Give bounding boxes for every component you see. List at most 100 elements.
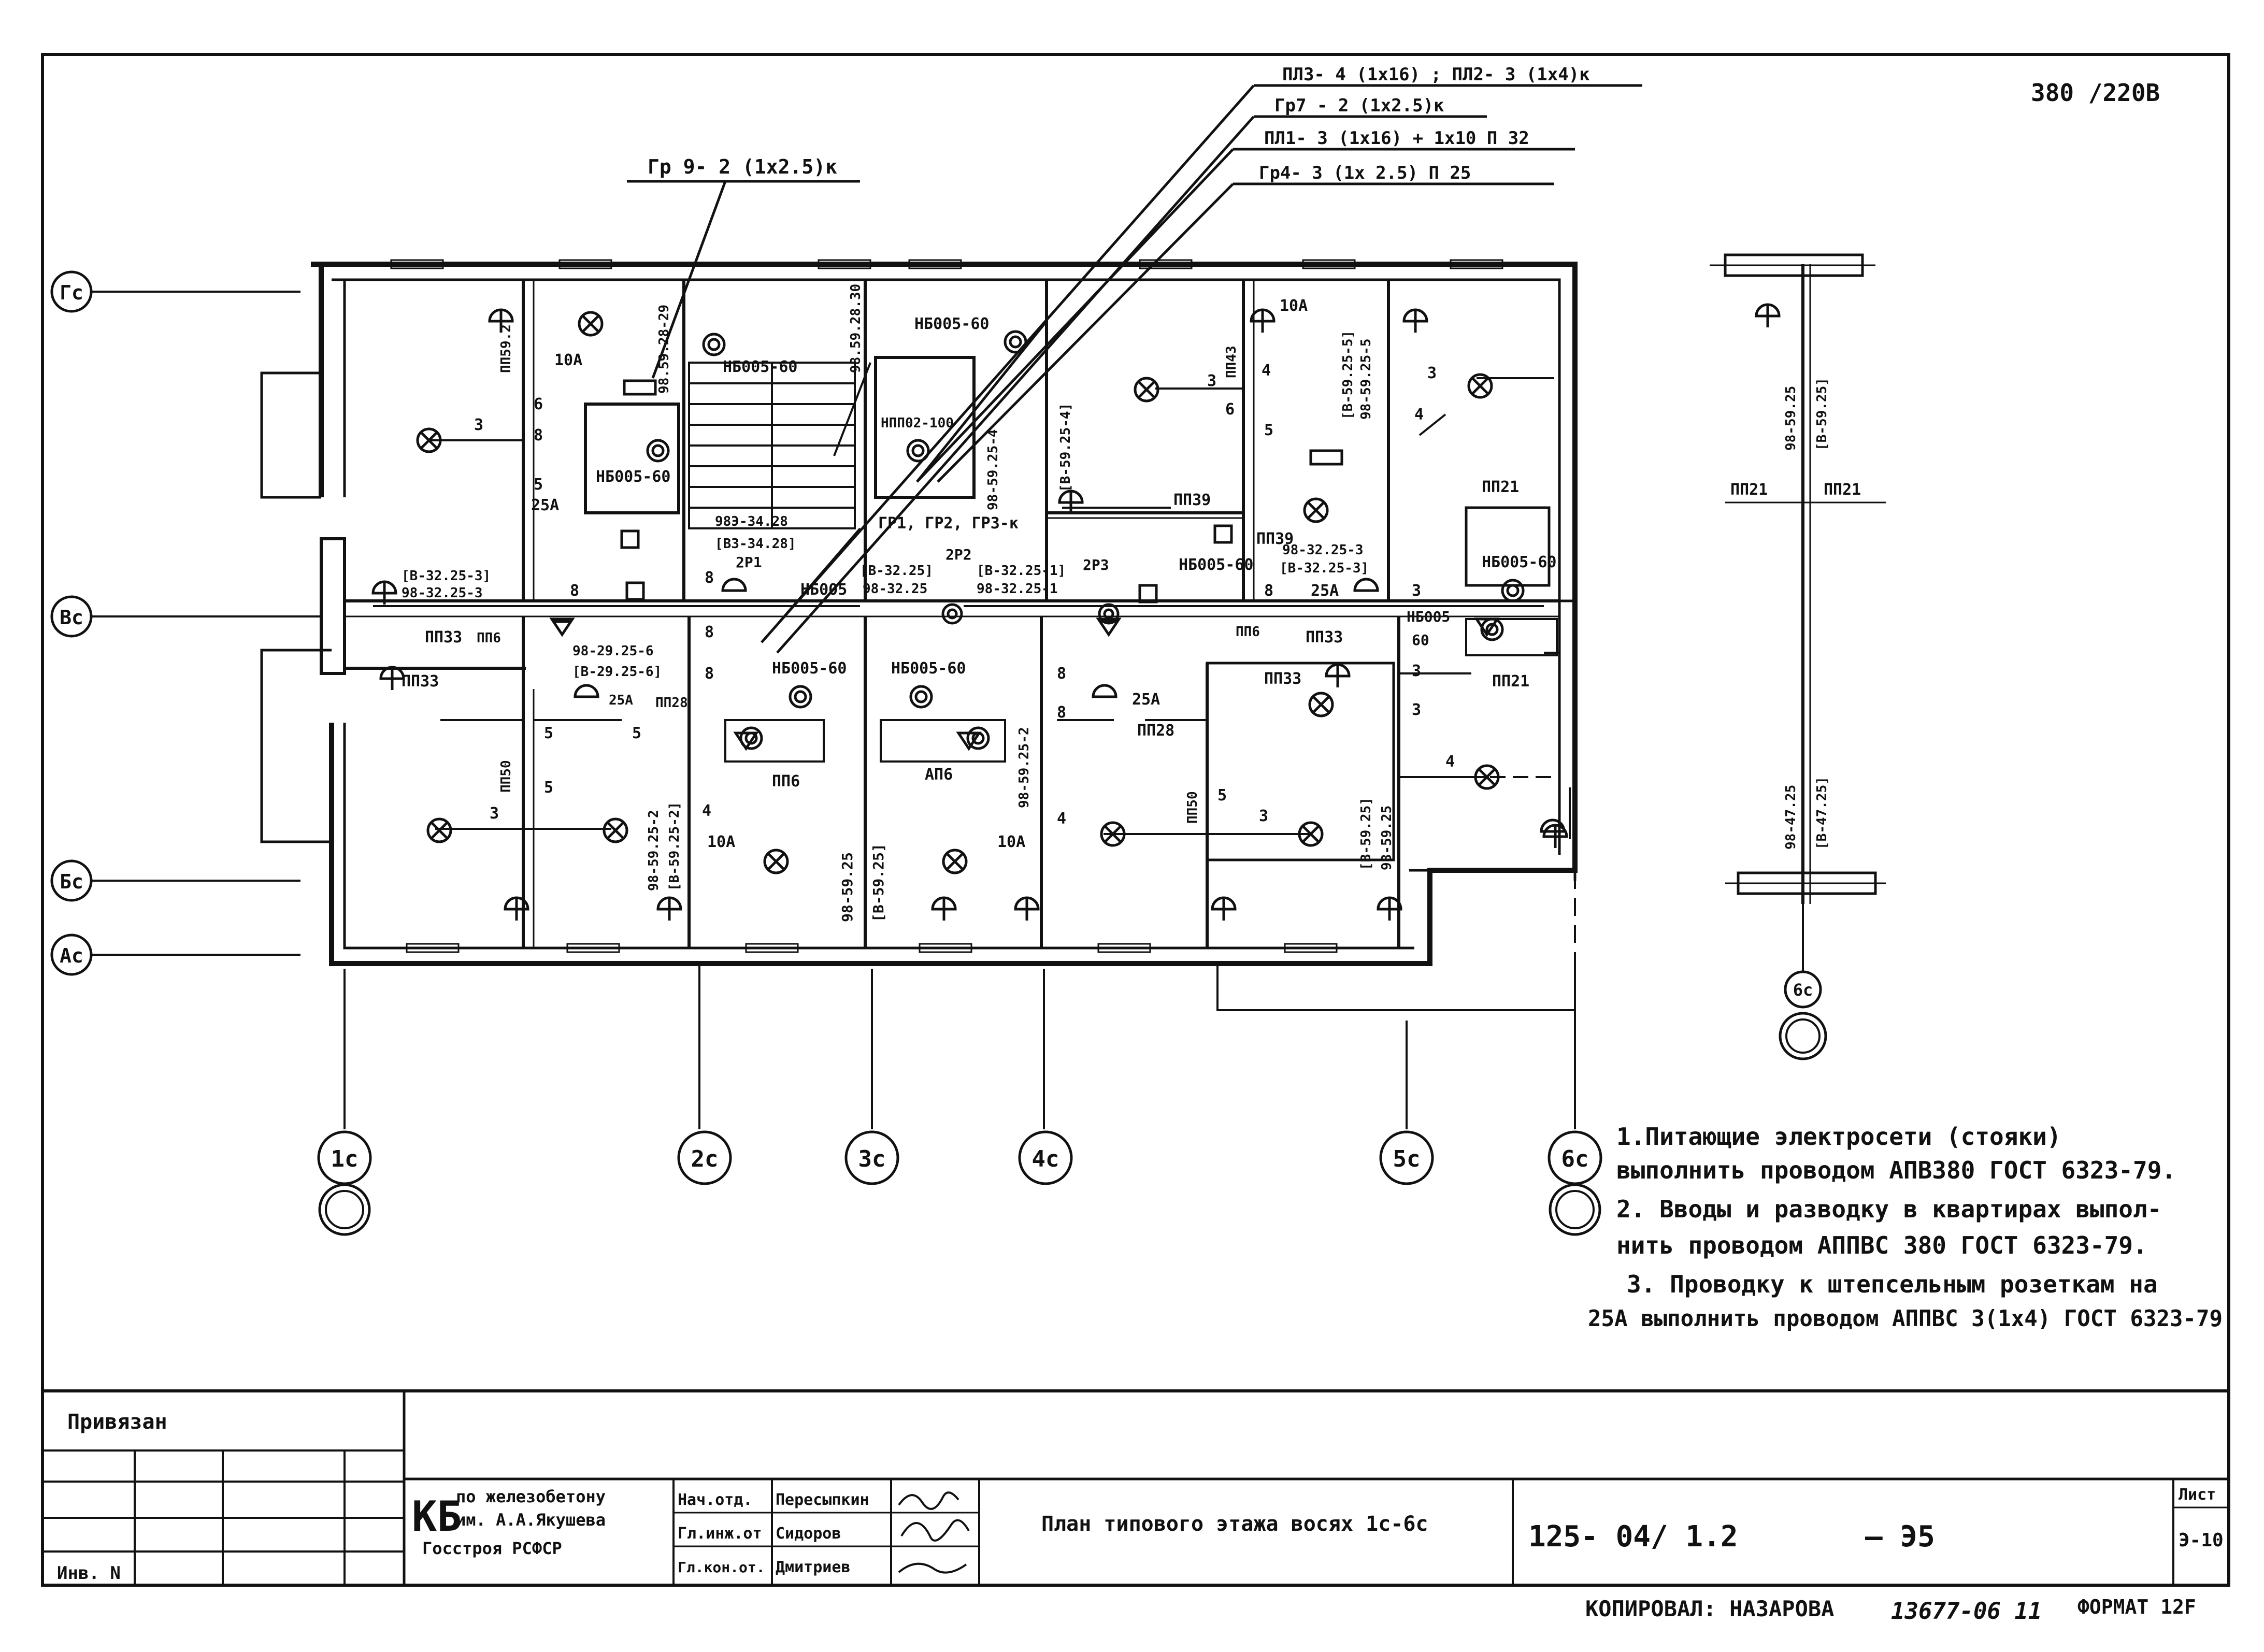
wall-lamp-icon [1004,330,1027,354]
num-label: 4 [1414,406,1424,424]
socket-icon [1325,663,1351,687]
wall-lamp-icon [909,685,933,709]
wall-lamp-icon [646,439,670,463]
sheet-frame [41,53,2230,1587]
axis-label: Бс [60,870,83,893]
group-label: 2Р3 [1083,556,1109,573]
cable-label: 98.59.28-29 [656,305,672,394]
cable-label: [В-59.25] [1814,378,1830,451]
copied-by: КОПИРОВАЛ: НАЗАРОВА [1585,1596,1834,1621]
num-label: 8 [534,426,543,444]
lamp-x-icon [1298,821,1324,847]
leader-label-line1: ПЛ3- 4 (1х16) ; ПЛ2- 3 (1х4)к [1282,64,1590,85]
lamp-x-icon [942,849,968,874]
lamp-x-icon [1467,373,1493,399]
axis-label: 4с [1032,1146,1059,1172]
socket-icon [1755,303,1781,327]
axis-label: Вс [60,606,83,629]
format-label: ФОРМАТ 12F [2077,1596,2196,1618]
panel-label: ПП33 [1306,628,1343,647]
switchbox-icon [1138,584,1158,604]
role-3: Гл.кон.от. [678,1559,765,1576]
switchbox-icon [1309,449,1343,466]
axis-label: Ас [60,944,83,967]
breaker-label: 10А [707,833,735,851]
group-label: ГР1, ГР2, ГР3-к [878,514,1019,533]
lamp-label: НБ005-60 [772,659,847,678]
signature-3 [898,1562,967,1574]
socket-icon [574,684,599,698]
num-label: 3 [1412,701,1421,719]
lamp-label: НПП02-100 [881,415,954,431]
cable-label: 98.59.28.30 [848,284,864,373]
cable-label: [В-32.25-1] [977,563,1066,579]
org-line-1: по железобетону [456,1487,606,1506]
cable-label: 98-47.25 [1783,785,1799,850]
wall-lamp-icon [702,333,726,356]
privyazan-label: Привязан [67,1410,167,1434]
axis-bubble-row-G: Гс [50,270,93,313]
num-label: 5 [534,476,543,494]
cable-label: 98-59.25-2 [646,810,662,891]
switchbox-icon [623,379,657,396]
panel-label: ПП21 [1492,672,1529,691]
wall-lamp-icon [906,439,930,463]
breaker-label: 25А [531,496,559,514]
leader-label-line4: Гр4- 3 (1х 2.5) П 25 [1259,163,1471,183]
num-label: 8 [705,569,714,587]
plan-labels: НБ005-60 НБ005-60 НБ005-60 НБ005-60 НБ00… [402,284,1557,922]
list-number: Э-10 [2179,1530,2224,1551]
cable-label: 98-59.25 [839,852,856,922]
axis-bubble-col-4: 4с [1018,1130,1073,1185]
panel-label: ПП39 [1173,491,1211,509]
cable-label: [В-29.25-6] [572,664,662,680]
lamp-x-icon [603,817,628,843]
socket-icon [1058,490,1084,514]
riser-diagram: ПП21 ПП21 98-59.25 [В-59.25] 98-47.25 [В… [1710,253,1886,1060]
fixtures-lamps [416,311,1525,874]
cable-label: 98-59.25-5 [1358,338,1374,420]
axis-label: 6с [1793,980,1813,1000]
num-label: 6 [1225,400,1235,419]
lamp-x-icon [1134,377,1159,403]
num-label: 3 [1412,582,1421,600]
num-label: 4 [1262,362,1271,380]
org-letters: КБ [412,1492,462,1541]
cable-label: 98Э-34.28 [715,514,788,529]
panel-label: ПП33 [1264,670,1301,688]
group-label: 2Р2 [945,546,972,563]
axis-bubble-row-A: Ас [50,933,93,976]
breaker-label: 25А [609,693,633,708]
cable-label: [В3-34.28] [715,536,796,552]
socket-icon [931,896,957,921]
staircase [688,362,856,529]
cable-label: [В-32.25-3] [402,568,491,584]
panel-label: ПП21 [1824,481,1861,499]
cable-label: 98-32.25-1 [977,581,1058,597]
cable-label: 98-29.25-6 [572,643,654,659]
axis-label: 5с [1393,1146,1421,1172]
panel-label: ПП6 [477,630,501,646]
socket-icon [1014,896,1040,921]
panel-label: ПП28 [1137,722,1174,740]
socket-icon [1211,896,1237,921]
wall-lamp-icon [789,685,812,709]
lamp-x-icon [416,427,442,453]
lamp-x-icon [426,817,452,843]
cable-label: 98-32.25 [863,581,927,597]
num-label: 8 [705,623,714,641]
lamp-label: 60 [1412,631,1429,649]
socket-icon [1377,896,1402,921]
axis-bubble-col-5: 5с [1379,1130,1434,1185]
num-label: 3 [1412,662,1421,680]
lamp-label: НБ005-60 [596,468,671,486]
num-label: 5 [544,724,553,742]
socket-icon [1092,684,1117,698]
socket-icon [371,580,397,605]
num-label: 3 [474,416,483,434]
panel-label: ПП6 [1236,624,1260,640]
panel-label: ПП21 [1482,478,1519,496]
breaker-label: 25А [1311,582,1339,600]
panel-label: ПП33 [425,628,462,647]
axis-bubble-col-3: 3с [844,1130,899,1185]
